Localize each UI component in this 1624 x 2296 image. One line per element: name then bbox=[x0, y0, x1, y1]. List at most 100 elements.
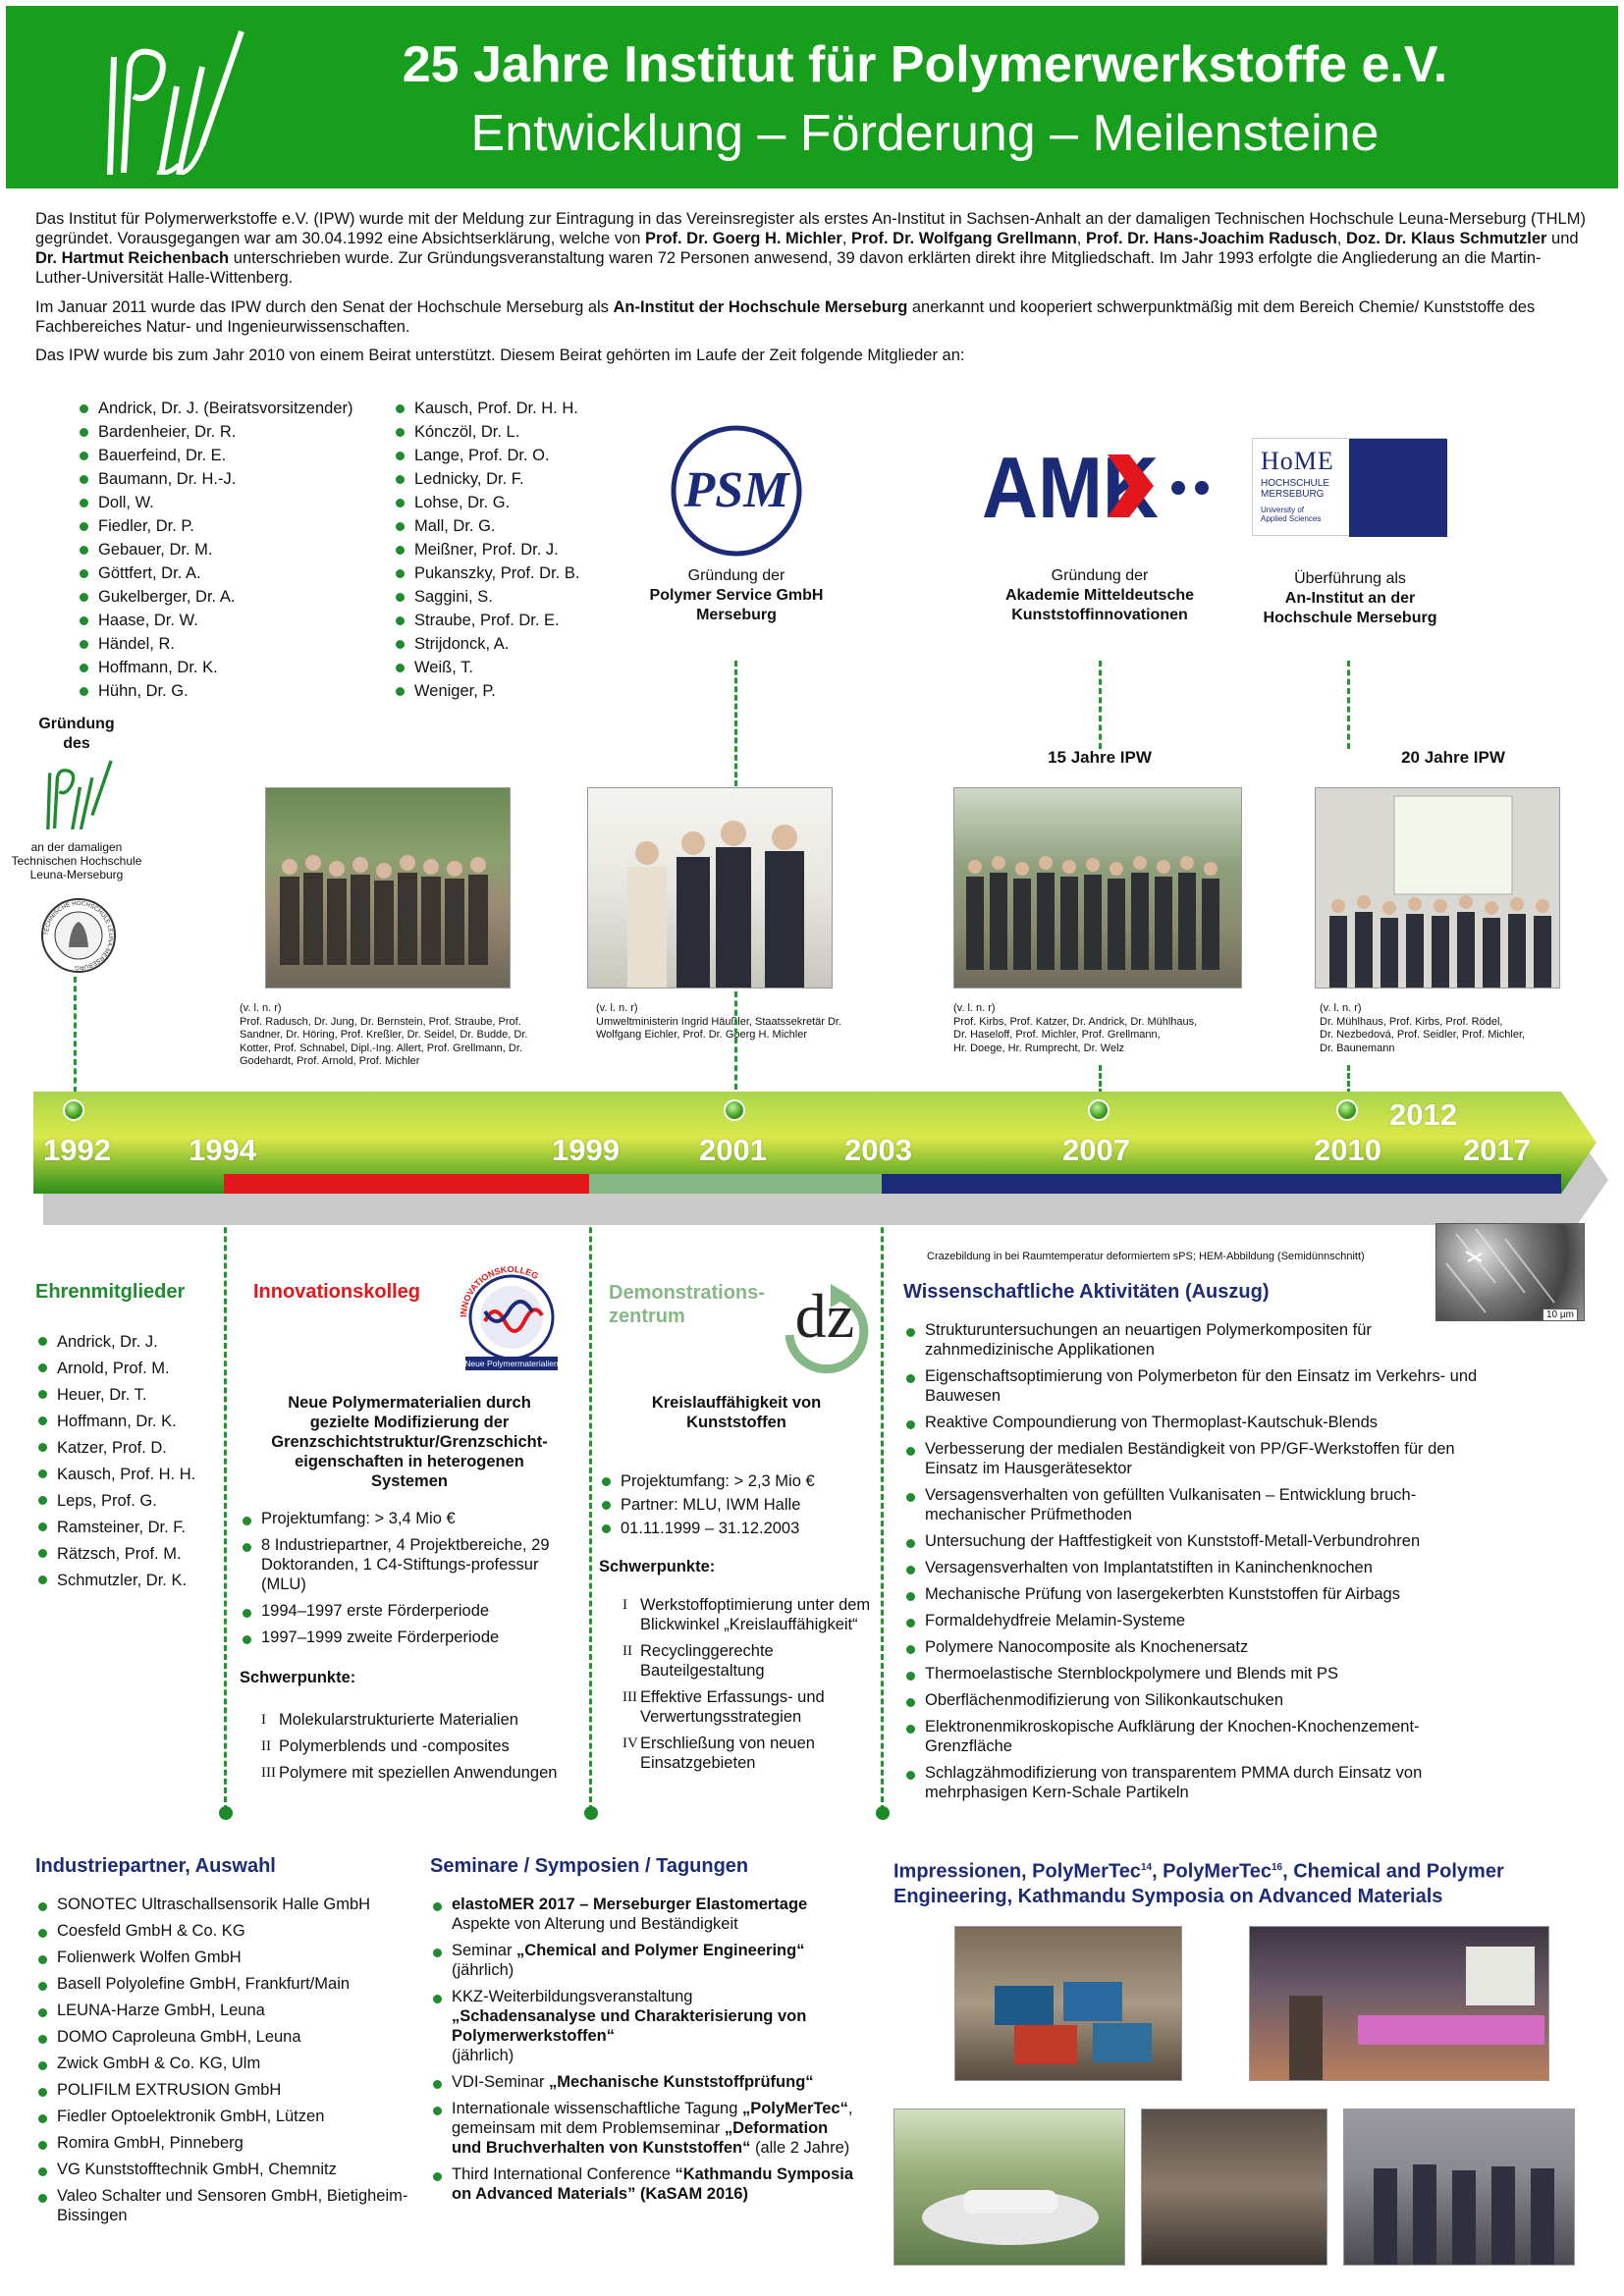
industrie-partner: Zwick GmbH & Co. KG, Ulm bbox=[35, 2054, 408, 2073]
year-1992: 1992 bbox=[43, 1133, 111, 1167]
ehren-member: Andrick, Dr. J. bbox=[35, 1329, 222, 1356]
seminar-item: Seminar „Chemical and Polymer Engineerin… bbox=[430, 1941, 862, 1980]
beirat-member: Strijdonck, A. bbox=[393, 632, 648, 656]
ehren-member: Schmutzler, Dr. K. bbox=[35, 1568, 222, 1594]
seminar-item: Internationale wissenschaftliche Tagung … bbox=[430, 2099, 862, 2158]
dash-2001-top bbox=[734, 661, 737, 786]
innov-fact: 1994–1997 erste Förderperiode bbox=[240, 1601, 564, 1621]
photo-2-caption: (v. l. n. r)Umweltministerin Ingrid Häuß… bbox=[596, 1002, 842, 1041]
wiss-title: Wissenschaftliche Aktivitäten (Auszug) bbox=[903, 1281, 1270, 1303]
innov-list: Projektumfang: > 3,4 Mio € 8 Industriepar… bbox=[240, 1509, 564, 1654]
industrie-partner: Basell Polyolefine GmbH, Frankfurt/Main bbox=[35, 1974, 408, 1994]
intro-paragraph-2: Im Januar 2011 wurde das IPW durch den S… bbox=[35, 298, 1536, 336]
wiss-activity: Versagensverhalten von gefüllten Vulkani… bbox=[903, 1485, 1502, 1524]
demo-schwerpunkte-label: Schwerpunkte: bbox=[599, 1558, 716, 1575]
wiss-activity: Eigenschaftsoptimierung von Polymerbeton… bbox=[903, 1366, 1502, 1406]
beirat-member: Lohse, Dr. G. bbox=[393, 491, 648, 514]
micrograph-image: 10 µm bbox=[1435, 1223, 1585, 1321]
dash-2007 bbox=[1099, 1065, 1102, 1095]
roman-numeral: I bbox=[261, 1712, 266, 1728]
wiss-activity: Oberflächenmodifizierung von Silikonkaut… bbox=[903, 1690, 1502, 1710]
dash-1994 bbox=[224, 1183, 227, 1811]
photo-3-caption: (v. l. n. r)Prof. Kirbs, Prof. Katzer, D… bbox=[953, 1002, 1198, 1054]
innov-fact: 8 Industriepartner, 4 Projektbereiche, 2… bbox=[240, 1535, 564, 1594]
ehren-member: Katzer, Prof. D. bbox=[35, 1435, 222, 1462]
ipw-logo-icon bbox=[107, 30, 244, 175]
beirat-member: Weiß, T. bbox=[393, 656, 648, 679]
roman-numeral: III bbox=[261, 1765, 276, 1781]
micrograph-scale: 10 µm bbox=[1543, 1308, 1578, 1321]
year-2007: 2007 bbox=[1062, 1133, 1130, 1167]
ipw-small-logo-icon bbox=[46, 760, 113, 829]
beirat-member: Bauerfeind, Dr. E. bbox=[77, 444, 391, 467]
dash-2007-top bbox=[1099, 661, 1102, 749]
demo-fact: Projektumfang: > 2,3 Mio € bbox=[599, 1469, 864, 1493]
seminar-item: VDI-Seminar „Mechanische Kunststoffprüfu… bbox=[430, 2072, 862, 2092]
impress-photo-audience bbox=[1141, 2109, 1327, 2266]
timeline-dot-2001 bbox=[724, 1099, 745, 1121]
impress-photo-car bbox=[893, 2109, 1125, 2266]
bar-wissenschaft bbox=[882, 1174, 1561, 1194]
industrie-partner: POLIFILM EXTRUSION GmbH bbox=[35, 2080, 408, 2100]
home-logo-block bbox=[1349, 439, 1447, 537]
wiss-activity: Schlagzähmodifizierung von transparentem… bbox=[903, 1763, 1502, 1802]
wiss-activity: Strukturuntersuchungen an neuartigen Pol… bbox=[903, 1320, 1502, 1360]
schwerpunkt-text: Polymere mit speziellen Anwendungen bbox=[279, 1764, 558, 1782]
beirat-member: Lednicky, Dr. F. bbox=[393, 467, 648, 491]
beirat-member: Lange, Prof. Dr. O. bbox=[393, 444, 648, 467]
impress-photo-conference bbox=[1249, 1926, 1549, 2081]
seminar-item: Third International Conference “Kathmand… bbox=[430, 2164, 862, 2204]
industrie-partner: Coesfeld GmbH & Co. KG bbox=[35, 1921, 408, 1941]
schwerpunkt-text: Polymerblends und -composites bbox=[279, 1737, 510, 1755]
beirat-member: Straube, Prof. Dr. E. bbox=[393, 609, 648, 632]
impress-title: Impressionen, PolyMerTec14, PolyMerTec16… bbox=[893, 1860, 1504, 1907]
beirat-member: Kónczöl, Dr. L. bbox=[393, 420, 648, 444]
roman-numeral: IV bbox=[623, 1735, 638, 1751]
poster-title: 25 Jahre Institut für Polymerwerkstoffe … bbox=[402, 36, 1448, 93]
beirat-member: Meißner, Prof. Dr. J. bbox=[393, 538, 648, 561]
ehren-member: Rätzsch, Prof. M. bbox=[35, 1541, 222, 1568]
wiss-micrograph-caption: Crazebildung in bei Raumtemperatur defor… bbox=[927, 1251, 1365, 1262]
beirat-member: Händel, R. bbox=[77, 632, 391, 656]
beirat-member: Göttfert, Dr. A. bbox=[77, 561, 391, 585]
wiss-activity: Mechanische Prüfung von lasergekerbten K… bbox=[903, 1584, 1502, 1604]
beirat-member: Saggini, S. bbox=[393, 585, 648, 609]
dash-2010-top bbox=[1347, 661, 1350, 749]
timeline-dot-2007 bbox=[1088, 1099, 1110, 1121]
end-dot-1994 bbox=[219, 1806, 233, 1820]
beirat-member: Pukanszky, Prof. Dr. B. bbox=[393, 561, 648, 585]
ehren-member: Hoffmann, Dr. K. bbox=[35, 1409, 222, 1435]
innov-fact: Projektumfang: > 3,4 Mio € bbox=[240, 1509, 564, 1528]
timeline-arrow bbox=[33, 1092, 1608, 1225]
ehren-member: Heuer, Dr. T. bbox=[35, 1382, 222, 1409]
schwerpunkt-text: Effektive Erfassungs- und Verwertungsstr… bbox=[640, 1688, 825, 1726]
ehren-member: Ramsteiner, Dr. F. bbox=[35, 1515, 222, 1541]
end-dot-1999 bbox=[584, 1806, 598, 1820]
demo-list: Projektumfang: > 2,3 Mio €Partner: MLU, … bbox=[599, 1469, 864, 1540]
schwerpunkt-text: Werkstoffoptimierung unter dem Blickwink… bbox=[640, 1596, 871, 1633]
beirat-member: Haase, Dr. W. bbox=[77, 609, 391, 632]
wiss-activity: Thermoelastische Sternblockpolymere und … bbox=[903, 1664, 1502, 1683]
year-1994: 1994 bbox=[189, 1133, 256, 1167]
psm-logo-icon: PSM bbox=[671, 425, 802, 557]
intro-paragraph-3: Das IPW wurde bis zum Jahr 2010 von eine… bbox=[35, 347, 965, 364]
industrie-partner: DOMO Caproleuna GmbH, Leuna bbox=[35, 2027, 408, 2047]
ehren-title: Ehrenmitglieder bbox=[35, 1281, 186, 1303]
seminar-item: KKZ-Weiterbildungsveranstaltung„Schadens… bbox=[430, 1987, 862, 2065]
wiss-activity: Formaldehydfreie Melamin-Systeme bbox=[903, 1611, 1502, 1630]
beirat-member: Fiedler, Dr. P. bbox=[77, 514, 391, 538]
innov-fact: 1997–1999 zweite Förderperiode bbox=[240, 1628, 564, 1647]
dash-1992 bbox=[74, 977, 77, 1093]
photo-4-caption: (v. l. n. r)Dr. Mühlhaus, Prof. Kirbs, P… bbox=[1320, 1002, 1526, 1054]
beirat-member: Baumann, Dr. H.-J. bbox=[77, 467, 391, 491]
innovationskolleg-logo-icon: INNOVATIONSKOLLEG Neue Polymermaterialie… bbox=[459, 1266, 559, 1370]
year-2012: 2012 bbox=[1389, 1097, 1457, 1132]
amk-logo-icon: AMK bbox=[982, 447, 1209, 525]
dz-logo-text: dz bbox=[795, 1281, 854, 1351]
roman-numeral: III bbox=[623, 1689, 637, 1705]
industrie-partner: LEUNA-Harze GmbH, Leuna bbox=[35, 2001, 408, 2020]
seminare-title: Seminare / Symposien / Tagungen bbox=[430, 1855, 749, 1877]
